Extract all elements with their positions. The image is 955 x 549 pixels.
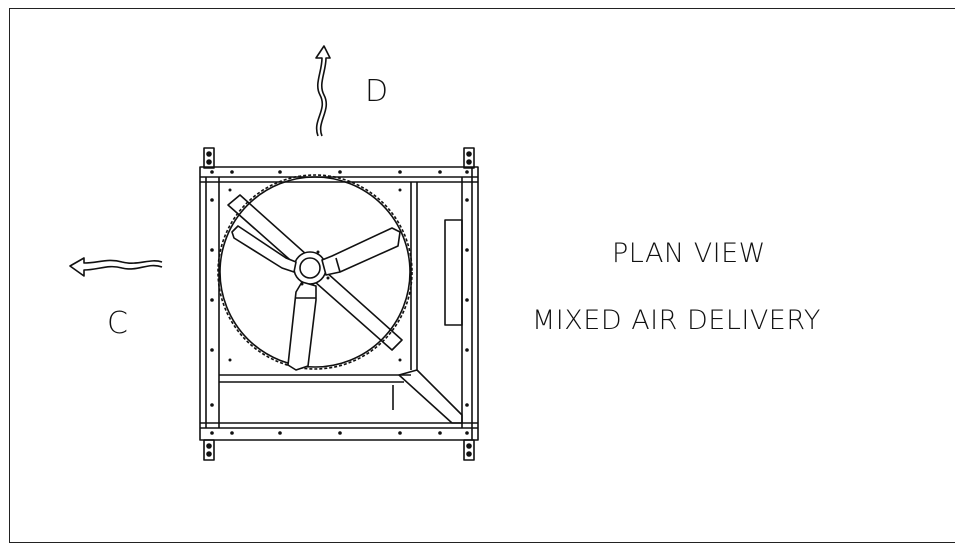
view-subtitle: MIXED AIR DELIVERY xyxy=(532,305,821,336)
mounting-bracket-top-right xyxy=(463,147,475,169)
airflow-arrow-d xyxy=(315,45,331,137)
unit-housing xyxy=(199,166,479,441)
mounting-bracket-bottom-right xyxy=(463,439,475,461)
view-title: PLAN VIEW xyxy=(612,238,766,269)
fan-blade-left xyxy=(231,225,297,273)
mounting-bracket-bottom-left xyxy=(203,439,215,461)
airflow-label-c: C xyxy=(107,306,129,341)
fan-support-bar xyxy=(227,194,403,351)
airflow-label-d: D xyxy=(365,74,389,109)
fan-blade-right xyxy=(321,227,401,276)
access-panel xyxy=(444,219,463,326)
fan-hub xyxy=(293,251,327,285)
fan-blade-down xyxy=(287,281,317,371)
fan-assembly xyxy=(217,174,413,371)
mounting-bracket-top-left xyxy=(203,147,215,169)
airflow-arrow-c xyxy=(69,257,163,277)
drawing-border xyxy=(9,8,955,543)
